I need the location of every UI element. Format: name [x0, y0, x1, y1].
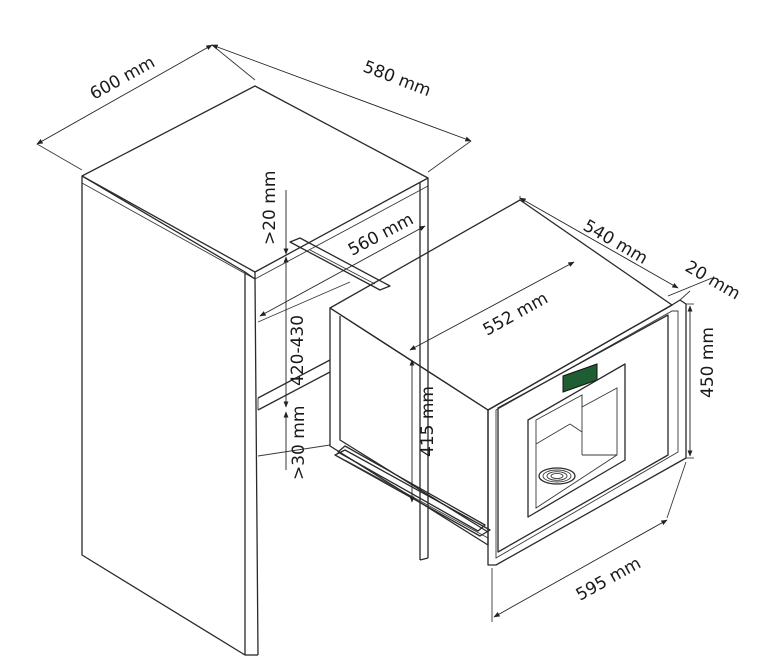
- label-appliance-width: 552 mm: [480, 288, 552, 340]
- label-front-height: 450 mm: [698, 327, 718, 398]
- appliance-front-frame: [487, 299, 687, 566]
- cabinet: [81, 85, 429, 656]
- dimension-lines: [36, 44, 713, 622]
- dimension-labels: 600 mm 580 mm >20 mm 560 mm 420-430 >30 …: [87, 52, 744, 605]
- label-front-width: 595 mm: [573, 553, 645, 605]
- appliance-glass-front: [497, 314, 669, 553]
- dispenser-niche: [527, 363, 626, 518]
- label-cabinet-depth: 580 mm: [360, 57, 433, 101]
- label-body-height: 415 mm: [418, 386, 438, 457]
- label-niche-height: 420-430: [288, 315, 308, 386]
- display-panel: [562, 363, 598, 393]
- label-front-thickness: 20 mm: [682, 257, 744, 304]
- label-gap-top: >20 mm: [260, 171, 280, 245]
- label-gap-bottom: >30 mm: [289, 406, 309, 480]
- appliance-side: [329, 307, 489, 546]
- drip-tray-icon: [538, 467, 576, 485]
- appliance: [329, 199, 687, 566]
- label-appliance-depth: 540 mm: [580, 216, 651, 269]
- cabinet-left-panel: [81, 175, 246, 656]
- label-cabinet-width: 600 mm: [87, 52, 159, 104]
